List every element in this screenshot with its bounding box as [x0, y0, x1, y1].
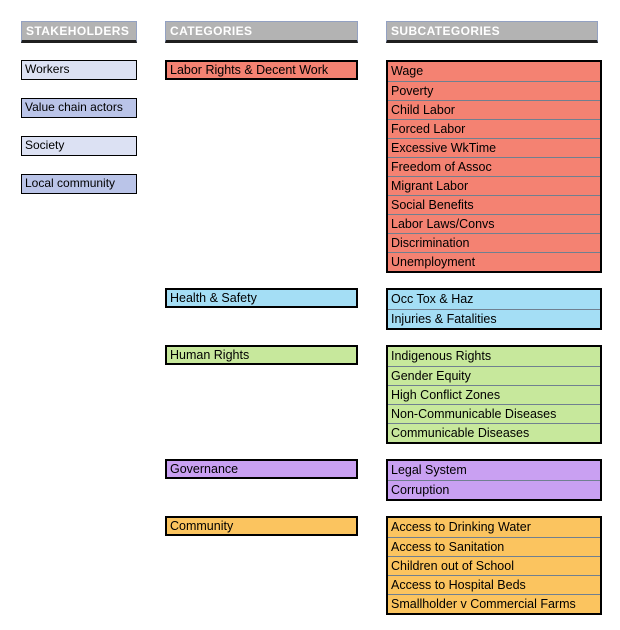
stakeholders-header: STAKEHOLDERS — [21, 21, 137, 43]
subcategory-row: Migrant Labor — [388, 176, 600, 195]
subcategory-row: Legal System — [391, 463, 467, 477]
subcategory-row: High Conflict Zones — [388, 385, 600, 404]
subcategory-row: Access to Drinking Water — [391, 520, 531, 534]
subcategory-row: Access to Hospital Beds — [388, 575, 600, 594]
category-box-human-rights: Human Rights — [165, 345, 358, 365]
stakeholder-box-local-community: Local community — [21, 174, 137, 194]
subcategory-row: Social Benefits — [388, 195, 600, 214]
subcategory-row: Smallholder v Commercial Farms — [388, 594, 600, 613]
subcategory-row: Indigenous Rights — [391, 349, 492, 363]
category-box-governance: Governance — [165, 459, 358, 479]
subcategory-block-labor-rights: Wage Poverty Child Labor Forced Labor Ex… — [386, 60, 602, 273]
subcategory-row: Poverty — [388, 81, 600, 100]
subcategory-row: Unemployment — [388, 252, 600, 271]
subcategory-block-governance: Legal System Corruption — [386, 459, 602, 501]
subcategories-header: SUBCATEGORIES — [386, 21, 598, 43]
categories-header: CATEGORIES — [165, 21, 358, 43]
subcategory-row: Excessive WkTime — [388, 138, 600, 157]
category-box-community: Community — [165, 516, 358, 536]
subcategory-block-health-safety: Occ Tox & Haz Injuries & Fatalities — [386, 288, 602, 330]
subcategory-row: Children out of School — [388, 556, 600, 575]
subcategory-row: Discrimination — [388, 233, 600, 252]
subcategory-row: Child Labor — [388, 100, 600, 119]
subcategory-row: Communicable Diseases — [388, 423, 600, 442]
category-box-health-safety: Health & Safety — [165, 288, 358, 308]
stakeholder-box-workers: Workers — [21, 60, 137, 80]
category-box-labor-rights: Labor Rights & Decent Work — [165, 60, 358, 80]
subcategory-row: Gender Equity — [388, 366, 600, 385]
stakeholder-box-value-chain-actors: Value chain actors — [21, 98, 137, 118]
subcategory-block-community: Access to Drinking Water Access to Sanit… — [386, 516, 602, 615]
subcategory-row: Corruption — [388, 480, 600, 499]
subcategory-row: Forced Labor — [388, 119, 600, 138]
subcategory-row: Injuries & Fatalities — [388, 309, 600, 328]
subcategory-row: Non-Communicable Diseases — [388, 404, 600, 423]
subcategory-row: Wage — [391, 64, 424, 78]
subcategory-row: Freedom of Assoc — [388, 157, 600, 176]
subcategory-row: Labor Laws/Convs — [388, 214, 600, 233]
stakeholder-box-society: Society — [21, 136, 137, 156]
subcategory-row: Access to Sanitation — [388, 537, 600, 556]
subcategory-row: Occ Tox & Haz — [391, 292, 474, 306]
subcategory-block-human-rights: Indigenous Rights Gender Equity High Con… — [386, 345, 602, 444]
